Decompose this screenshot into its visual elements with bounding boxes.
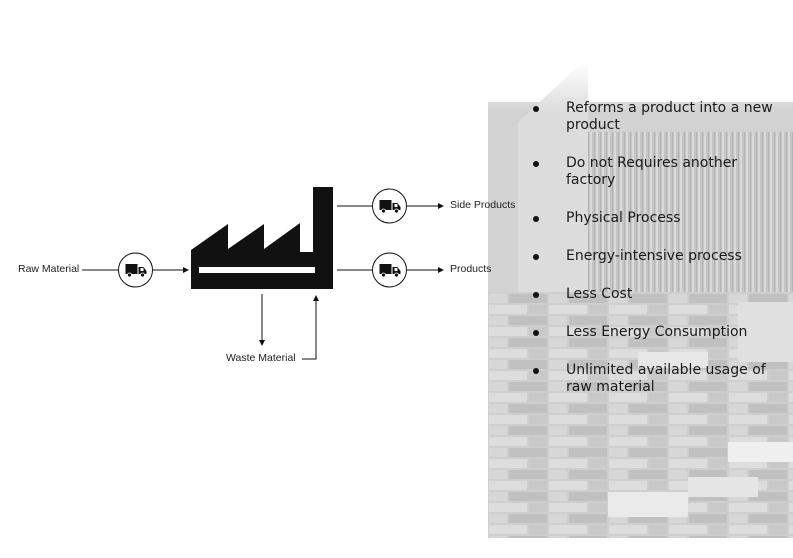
feature-item: Energy-intensive process — [528, 248, 788, 265]
truck-icon — [372, 188, 407, 224]
bullet-icon — [533, 330, 539, 336]
bullet-icon — [533, 292, 539, 298]
waste-material-flow — [259, 294, 319, 360]
bullet-icon — [533, 254, 539, 260]
factory-icon — [191, 187, 333, 289]
feature-item: Physical Process — [528, 210, 788, 227]
bullet-icon — [533, 368, 539, 374]
side-products-label: Side Products — [450, 199, 516, 211]
feature-item: Less Cost — [528, 286, 788, 303]
feature-item: Reforms a product into a new product — [528, 100, 788, 134]
feature-item: Less Energy Consumption — [528, 324, 788, 341]
bullet-icon — [533, 161, 539, 167]
bullet-icon — [533, 216, 539, 222]
feature-item: Do not Requires another factory — [528, 155, 788, 189]
waste-material-label: Waste Material — [226, 352, 296, 364]
feature-item: Unlimited available usage of raw materia… — [528, 362, 788, 396]
products-flow — [337, 252, 444, 288]
truck-icon — [372, 252, 407, 288]
background-bricks-photo — [488, 62, 793, 538]
raw-material-label: Raw Material — [18, 263, 80, 275]
side-products-flow — [337, 188, 444, 224]
bullet-icon — [533, 106, 539, 112]
feature-list: Reforms a product into a new product Do … — [528, 100, 788, 417]
truck-icon — [118, 252, 153, 288]
raw-material-flow — [82, 252, 189, 288]
process-flow-diagram — [82, 187, 444, 360]
products-label: Products — [450, 263, 492, 275]
